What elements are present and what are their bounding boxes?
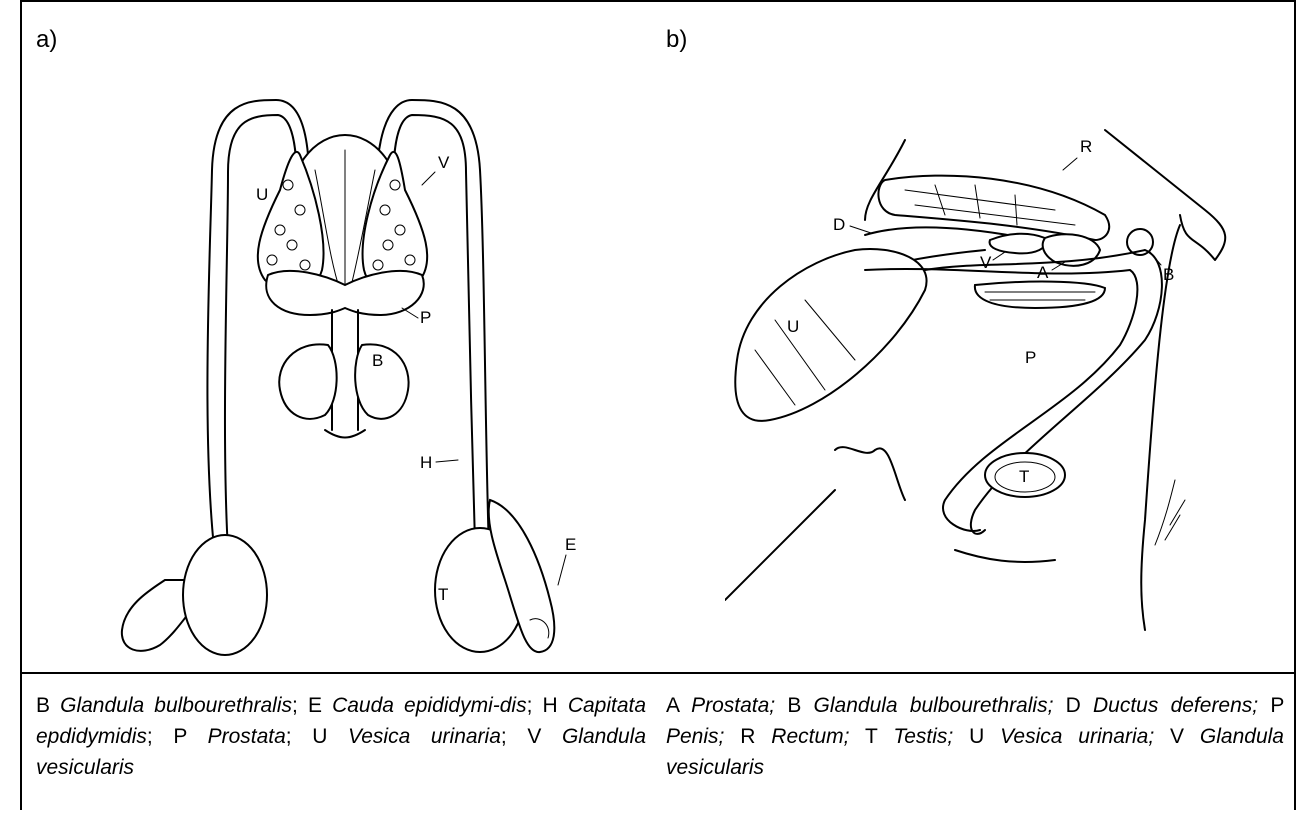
caption-abbr: V	[1170, 725, 1200, 748]
marker-a-T: T	[438, 585, 448, 604]
left-bulbourethral-gland	[279, 344, 336, 418]
arrow-b-V	[993, 252, 1005, 260]
arrow-b-R	[1063, 158, 1077, 170]
left-testis	[183, 535, 267, 655]
marker-b-P: P	[1025, 348, 1036, 367]
caption-term: Ductus deferens;	[1093, 694, 1258, 717]
caption-abbr: R	[740, 725, 771, 748]
right-ductus-deferens-inner	[393, 115, 476, 580]
caption-term: Prostata	[208, 725, 286, 748]
marker-a-P: P	[420, 308, 431, 327]
marker-a-U: U	[256, 185, 268, 204]
marker-b-U: U	[787, 317, 799, 336]
marker-a-V: V	[438, 153, 450, 172]
marker-a-H: H	[420, 453, 432, 472]
caption-term: Testis;	[893, 725, 953, 748]
urethra-end	[325, 430, 365, 438]
panel-a-label: a)	[36, 26, 57, 54]
arrow-a-V	[422, 172, 435, 185]
caption-term: Rectum;	[771, 725, 849, 748]
caption-divider	[20, 672, 1296, 674]
body-contour-right	[1141, 225, 1180, 630]
marker-b-T: T	[1019, 467, 1029, 486]
panel-b-illustration: R D V A B U P T	[725, 120, 1285, 640]
marker-b-A: A	[1037, 263, 1049, 282]
caption-term: Glandula bulbourethralis;	[814, 694, 1054, 717]
caption-abbr: T	[865, 725, 893, 748]
caption-right: A Prostata; B Glandula bulbourethralis; …	[666, 690, 1284, 783]
caption-abbr: P	[1270, 694, 1284, 717]
caption-abbr: H	[543, 694, 568, 717]
marker-a-E: E	[565, 535, 576, 554]
caption-term: Glandula bulbourethralis	[60, 694, 292, 717]
caption-abbr: D	[1066, 694, 1093, 717]
caption-term: Prostata;	[691, 694, 775, 717]
marker-b-D: D	[833, 215, 845, 234]
caption-abbr: B	[36, 694, 60, 717]
arrow-b-D	[850, 226, 871, 233]
caption-abbr: U	[969, 725, 1000, 748]
caption-left: B Glandula bulbourethralis; E Cauda epid…	[36, 690, 646, 783]
caption-term: Vesica urinaria	[348, 725, 501, 748]
caption-abbr: U	[312, 725, 348, 748]
caption-abbr: E	[308, 694, 332, 717]
arrow-b-B	[1150, 252, 1161, 265]
seminal-vesicle	[990, 234, 1046, 254]
caption-abbr: V	[527, 725, 562, 748]
panel-a-illustration: U V P B H T E	[100, 60, 660, 660]
marker-b-V: V	[980, 253, 992, 272]
caption-term: Cauda epididymi-dis	[332, 694, 527, 717]
arrow-a-E	[558, 555, 566, 585]
caption-term: Penis;	[666, 725, 724, 748]
rectum	[878, 176, 1109, 240]
artist-signature	[1155, 480, 1185, 545]
caption-abbr: A	[666, 694, 691, 717]
panel-b-label: b)	[666, 26, 687, 54]
caption-term: Vesica urinaria;	[1000, 725, 1154, 748]
arrow-a-P	[402, 308, 418, 318]
caption-abbr: P	[173, 725, 207, 748]
pelvic-bone	[975, 282, 1105, 308]
marker-a-B: B	[372, 351, 383, 370]
bladder	[735, 249, 926, 421]
caption-abbr: B	[787, 694, 813, 717]
marker-b-R: R	[1080, 137, 1092, 156]
arrow-a-H	[436, 460, 458, 462]
marker-b-B: B	[1163, 265, 1174, 284]
